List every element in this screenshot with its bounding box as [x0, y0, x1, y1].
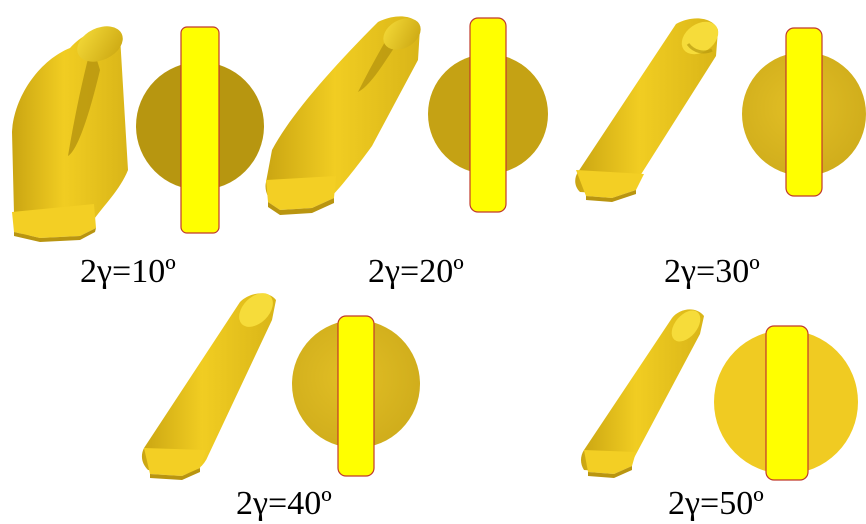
- disc-strip: [469, 17, 507, 213]
- panel-20deg: [265, 16, 548, 215]
- disc-top-view: [742, 27, 866, 197]
- disc-strip: [765, 325, 809, 481]
- disc-top-view: [292, 315, 420, 477]
- solid-3d-view: [12, 26, 128, 242]
- disc-strip: [180, 26, 220, 234]
- panel-10deg: [12, 26, 264, 242]
- disc-top-view: [714, 325, 858, 481]
- caption-panel-4: 2γ=40º: [236, 485, 332, 522]
- caption-panel-1: 2γ=10º: [80, 253, 176, 290]
- solid-3d-view: [581, 309, 704, 478]
- solid-3d-view: [575, 18, 719, 202]
- disc-strip: [785, 27, 823, 197]
- solid-3d-view: [265, 16, 421, 215]
- caption-panel-2: 2γ=20º: [368, 253, 464, 290]
- disc-top-view: [428, 17, 548, 213]
- panel-40deg: [141, 293, 420, 480]
- disc-top-view: [136, 26, 264, 234]
- caption-panel-3: 2γ=30º: [664, 253, 760, 290]
- panel-30deg: [575, 18, 866, 202]
- caption-panel-5: 2γ=50º: [668, 485, 764, 522]
- panel-50deg: [581, 309, 858, 481]
- disc-strip: [337, 315, 375, 477]
- solid-3d-view: [141, 293, 276, 480]
